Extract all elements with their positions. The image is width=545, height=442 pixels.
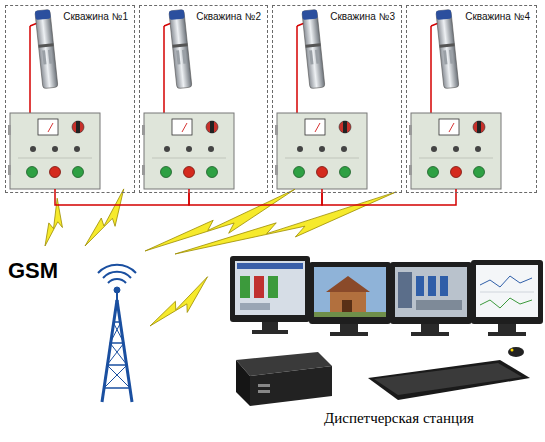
gsm-tower-part xyxy=(110,342,124,344)
dispatcher-workstation-part xyxy=(326,276,370,292)
dispatcher-workstation-part xyxy=(230,256,310,322)
gsm-tower-part xyxy=(110,343,127,365)
gsm-tower xyxy=(98,265,136,402)
dispatcher-workstation-part xyxy=(252,330,288,334)
dispatcher-workstation-part xyxy=(368,360,530,400)
dispatcher-workstation-part xyxy=(237,263,303,269)
well-title: Скважина №4 xyxy=(465,11,530,22)
network-label: GSM xyxy=(8,258,58,284)
gsm-tower-part xyxy=(102,300,117,402)
dispatcher-workstation-part xyxy=(236,360,250,406)
gsm-tower-part xyxy=(104,365,127,388)
dispatcher-workstation-part xyxy=(330,292,366,314)
dispatcher-workstation-part xyxy=(398,272,412,308)
dispatcher-workstation-part xyxy=(488,332,526,336)
dispatcher-workstation-part xyxy=(421,324,439,332)
gsm-tower-part xyxy=(113,322,124,343)
dispatcher-workstation-part xyxy=(268,276,278,298)
dispatcher-workstation-part xyxy=(428,276,436,296)
gsm-tower-part xyxy=(107,343,124,365)
dispatcher-workstation-part xyxy=(480,292,534,293)
gsm-tower-part xyxy=(98,265,136,273)
well-box: Скважина №2 xyxy=(139,5,268,193)
dispatcher-workstation-part xyxy=(416,300,462,310)
cable-line xyxy=(322,193,456,205)
dispatcher-workstation-part xyxy=(250,366,332,406)
dispatcher-workstation-part xyxy=(374,363,522,395)
gsm-tower-part xyxy=(103,272,131,278)
gsm-tower-part xyxy=(117,300,132,402)
dispatcher-workstation-part xyxy=(390,262,472,324)
well-box: Скважина №3 xyxy=(272,5,402,193)
dispatcher-workstation-part xyxy=(330,332,368,336)
gsm-tower-part xyxy=(108,279,126,283)
gsm-tower-part xyxy=(113,321,121,323)
gsm-links xyxy=(32,189,401,331)
cable-connector xyxy=(189,193,322,205)
dispatcher-workstation-part xyxy=(416,276,424,296)
dispatcher-workstation-part xyxy=(235,261,305,315)
well-title: Скважина №2 xyxy=(196,11,261,22)
dispatcher-workstation-part xyxy=(480,298,532,308)
dispatcher-workstation-part xyxy=(240,276,250,298)
dispatcher-workstation-part xyxy=(240,303,270,310)
dispatcher-workstation-part xyxy=(476,265,538,317)
dispatcher-workstation-part xyxy=(508,347,524,357)
illustration-part xyxy=(142,9,234,193)
dispatcher-workstation-part xyxy=(480,276,532,287)
gsm-links-part xyxy=(140,189,301,256)
gsm-tower-part xyxy=(107,365,130,388)
gsm-tower-part xyxy=(107,364,127,366)
dispatcher-workstation-part xyxy=(395,267,467,317)
dispatcher-workstation-part xyxy=(314,312,386,317)
well-box: Скважина №4 xyxy=(406,5,537,193)
dispatcher-workstation xyxy=(230,256,543,406)
gsm-links-part xyxy=(32,198,74,248)
well-box: Скважина №1 xyxy=(5,5,135,193)
illustration-part xyxy=(8,9,100,193)
gsm-links-part xyxy=(74,189,139,250)
cable-connector xyxy=(322,193,456,205)
dispatcher-workstation-part xyxy=(254,276,264,298)
dispatcher-workstation-part xyxy=(258,390,270,393)
gsm-tower-part xyxy=(110,322,121,343)
dispatcher-workstation-part xyxy=(511,349,514,352)
gsm-links-part xyxy=(142,277,218,331)
well-title: Скважина №3 xyxy=(330,11,395,22)
dispatcher-workstation-part xyxy=(314,267,386,317)
station-label: Диспетчерская станция xyxy=(324,410,474,427)
dispatcher-workstation-part xyxy=(498,324,516,332)
dispatcher-workstation-part xyxy=(411,332,449,336)
dispatcher-workstation-part xyxy=(340,324,358,332)
gsm-tower-part xyxy=(114,287,120,293)
dispatcher-workstation-part xyxy=(309,262,391,324)
dispatcher-workstation-part xyxy=(262,322,278,330)
cable-line xyxy=(189,193,322,205)
dispatcher-workstation-part xyxy=(440,276,448,296)
well-title: Скважина №1 xyxy=(63,11,128,22)
illustration-part xyxy=(275,9,367,193)
gsm-links-part xyxy=(171,192,401,260)
dispatcher-workstation-part xyxy=(258,384,270,387)
cable-connector xyxy=(55,193,189,205)
illustration-part xyxy=(409,9,501,193)
gsm-tower-part xyxy=(104,387,130,389)
dispatcher-workstation-part xyxy=(342,300,352,314)
cable-line xyxy=(55,193,189,205)
dispatcher-workstation-part xyxy=(471,260,543,324)
